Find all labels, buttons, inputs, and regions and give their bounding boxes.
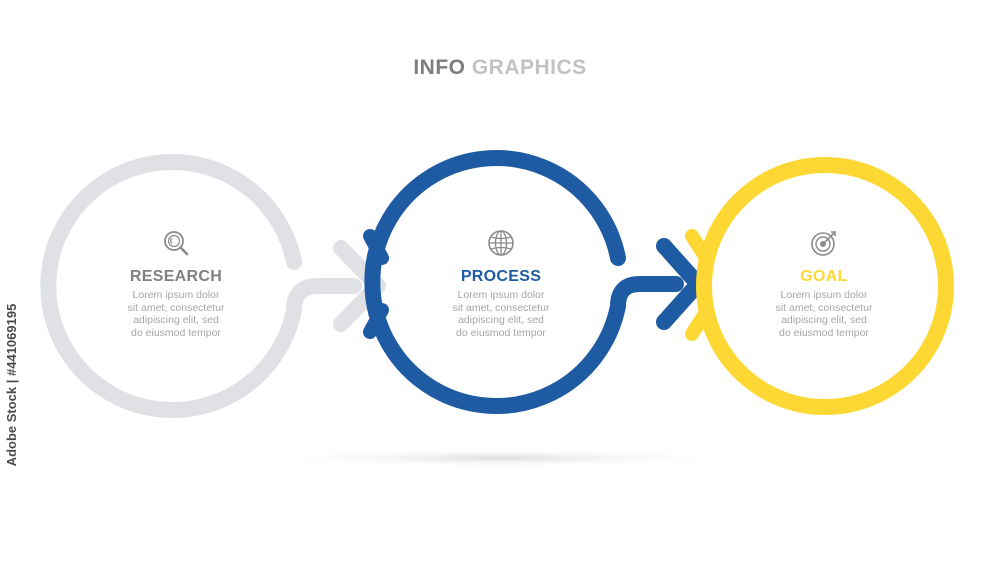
goal-left-notch: [685, 229, 713, 341]
search-magnifier-icon: [164, 231, 189, 256]
step-text-process: Lorem ipsum dolor sit amet, consectetur …: [421, 289, 581, 339]
research-circle: [40, 154, 302, 418]
text-line: do eiusmod tempor: [131, 326, 221, 339]
target-icon: [811, 231, 836, 256]
text-line: sit amet, consectetur: [452, 301, 550, 314]
step-text-goal: Lorem ipsum dolor sit amet, consectetur …: [744, 289, 904, 339]
goal-circle: [696, 157, 954, 415]
text-line: sit amet, consectetur: [775, 301, 873, 314]
text-line: Lorem ipsum dolor: [780, 289, 868, 301]
text-line: adipiscing elit, sed: [781, 314, 867, 326]
step-text-research: Lorem ipsum dolor sit amet, consectetur …: [96, 289, 256, 339]
process-left-notch: [363, 229, 389, 339]
stock-id-label: Adobe Stock | #441069195: [4, 303, 19, 467]
text-line: sit amet, consectetur: [127, 301, 225, 314]
research-connector: [286, 278, 362, 318]
text-line: Lorem ipsum dolor: [457, 289, 545, 301]
text-line: adipiscing elit, sed: [133, 314, 219, 326]
step-heading-process: PROCESS: [460, 268, 542, 285]
step-process: PROCESS Lorem ipsum dolor sit amet, cons…: [421, 228, 581, 339]
text-line: do eiusmod tempor: [456, 326, 546, 339]
step-research: RESEARCH Lorem ipsum dolor sit amet, con…: [96, 228, 256, 339]
text-line: adipiscing elit, sed: [458, 314, 544, 326]
step-heading-goal: GOAL: [800, 268, 848, 285]
step-goal: GOAL Lorem ipsum dolor sit amet, consect…: [744, 228, 904, 339]
text-line: Lorem ipsum dolor: [132, 289, 220, 301]
process-connector: [610, 276, 684, 314]
globe-icon: [488, 230, 514, 256]
title-part-graphics: GRAPHICS: [471, 56, 587, 79]
text-line: do eiusmod tempor: [779, 326, 869, 339]
process-circle: [364, 150, 626, 414]
title-part-info: INFO: [413, 56, 466, 79]
page-title: INFO GRAPHICS: [0, 56, 1000, 80]
ground-shadow: [260, 448, 740, 468]
step-heading-research: RESEARCH: [129, 268, 223, 285]
